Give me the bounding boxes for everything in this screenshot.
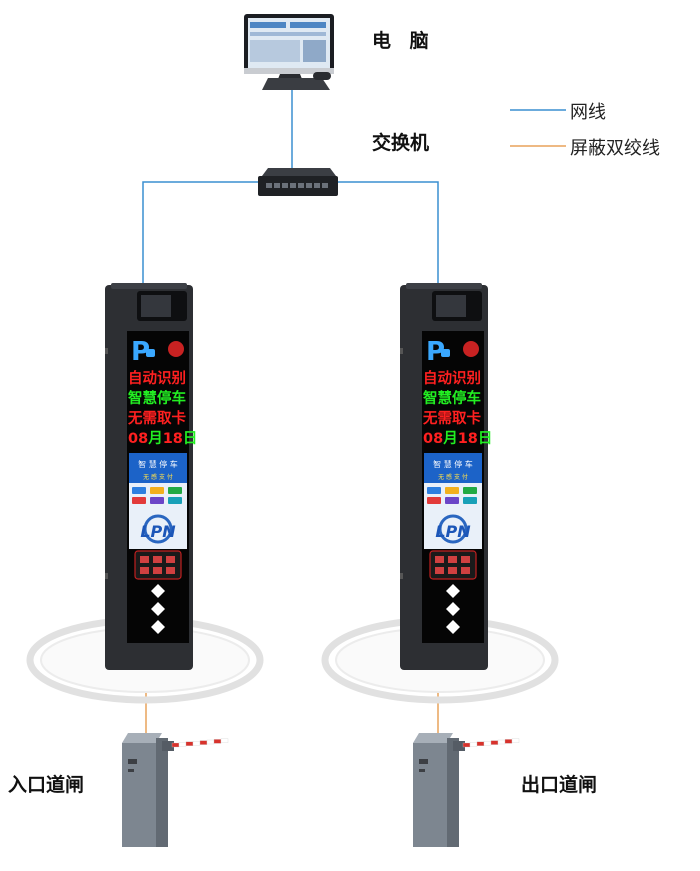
payment-icon <box>168 487 182 494</box>
payment-icon <box>150 497 164 504</box>
led-line: 无需取卡 <box>423 409 481 427</box>
led-line: 智慧停车 <box>128 389 186 407</box>
led-line: 智慧停车 <box>423 389 481 407</box>
legend-shielded-cable: 屏蔽双绞线 <box>570 138 660 159</box>
diamond-indicator <box>151 602 165 616</box>
ticket-keypad <box>429 550 477 580</box>
boom-arm-segment <box>462 742 471 748</box>
brand-logo: LPN <box>435 522 471 541</box>
payment-icon <box>427 487 441 494</box>
gate-cabinet <box>413 743 447 847</box>
payment-icon <box>150 487 164 494</box>
exit-barrier-gate <box>413 733 520 847</box>
diamond-indicator <box>446 620 460 634</box>
boom-arm-segment <box>504 739 513 744</box>
ticket-keypad <box>134 550 182 580</box>
gear-icon <box>143 514 173 544</box>
gate-cabinet <box>122 743 156 847</box>
gate-lock-icon <box>419 759 428 764</box>
computer-icon <box>244 14 334 90</box>
boom-arm-segment <box>469 742 478 747</box>
payment-icon <box>132 487 146 494</box>
poster-title: 智 慧 停 车 <box>433 459 473 469</box>
diamond-indicator <box>446 602 460 616</box>
boom-arm-segment <box>171 742 180 748</box>
speaker-icon <box>463 341 479 357</box>
car-icon <box>441 349 450 357</box>
payment-icon <box>463 497 477 504</box>
parking-glyph: P <box>131 337 150 367</box>
payment-icon <box>445 497 459 504</box>
parking-glyph: P <box>426 337 445 367</box>
led-date: 08月18日 <box>423 430 492 447</box>
led-line: 自动识别 <box>423 369 481 387</box>
boom-arm-segment <box>220 738 229 743</box>
legend-network-cable: 网线 <box>570 102 606 123</box>
led-date: 08月18日 <box>128 430 197 447</box>
gate-lock-icon <box>128 759 137 764</box>
cable-switch-to-entry <box>142 181 258 285</box>
gear-icon <box>438 514 468 544</box>
payment-icon <box>427 497 441 504</box>
led-line: 无需取卡 <box>128 409 186 427</box>
computer-label: 电 脑 <box>372 30 435 52</box>
boom-arm-segment <box>476 741 485 746</box>
poster-subtitle: 无 感 支 付 <box>143 473 173 481</box>
boom-arm-segment <box>483 741 492 746</box>
poster-subtitle: 无 感 支 付 <box>438 473 468 481</box>
boom-arm-segment <box>206 739 215 745</box>
entry-barrier-gate <box>122 733 229 847</box>
switch-icon <box>258 168 338 196</box>
cable-switch-to-exit <box>330 181 439 285</box>
boom-arm-segment <box>199 740 208 745</box>
poster-title: 智 慧 停 车 <box>138 459 178 469</box>
boom-arm-segment <box>511 738 520 743</box>
diamond-indicator <box>151 584 165 598</box>
diamond-indicator <box>446 584 460 598</box>
exit-gate-label: 出口道闸 <box>521 774 598 796</box>
led-line: 自动识别 <box>128 369 186 387</box>
switch-label: 交换机 <box>372 132 430 154</box>
payment-icon <box>445 487 459 494</box>
boom-arm-segment <box>178 742 187 747</box>
boom-arm-segment <box>192 741 201 746</box>
payment-icon <box>463 487 477 494</box>
car-icon <box>146 349 155 357</box>
boom-arm-segment <box>213 739 222 744</box>
payment-icon <box>168 497 182 504</box>
entry-gate-label: 入口道闸 <box>8 774 85 796</box>
speaker-icon <box>168 341 184 357</box>
boom-arm-segment <box>490 740 499 745</box>
boom-arm-segment <box>497 739 506 745</box>
brand-logo: LPN <box>140 522 176 541</box>
diamond-indicator <box>151 620 165 634</box>
payment-icon <box>132 497 146 504</box>
boom-arm-segment <box>185 741 194 746</box>
